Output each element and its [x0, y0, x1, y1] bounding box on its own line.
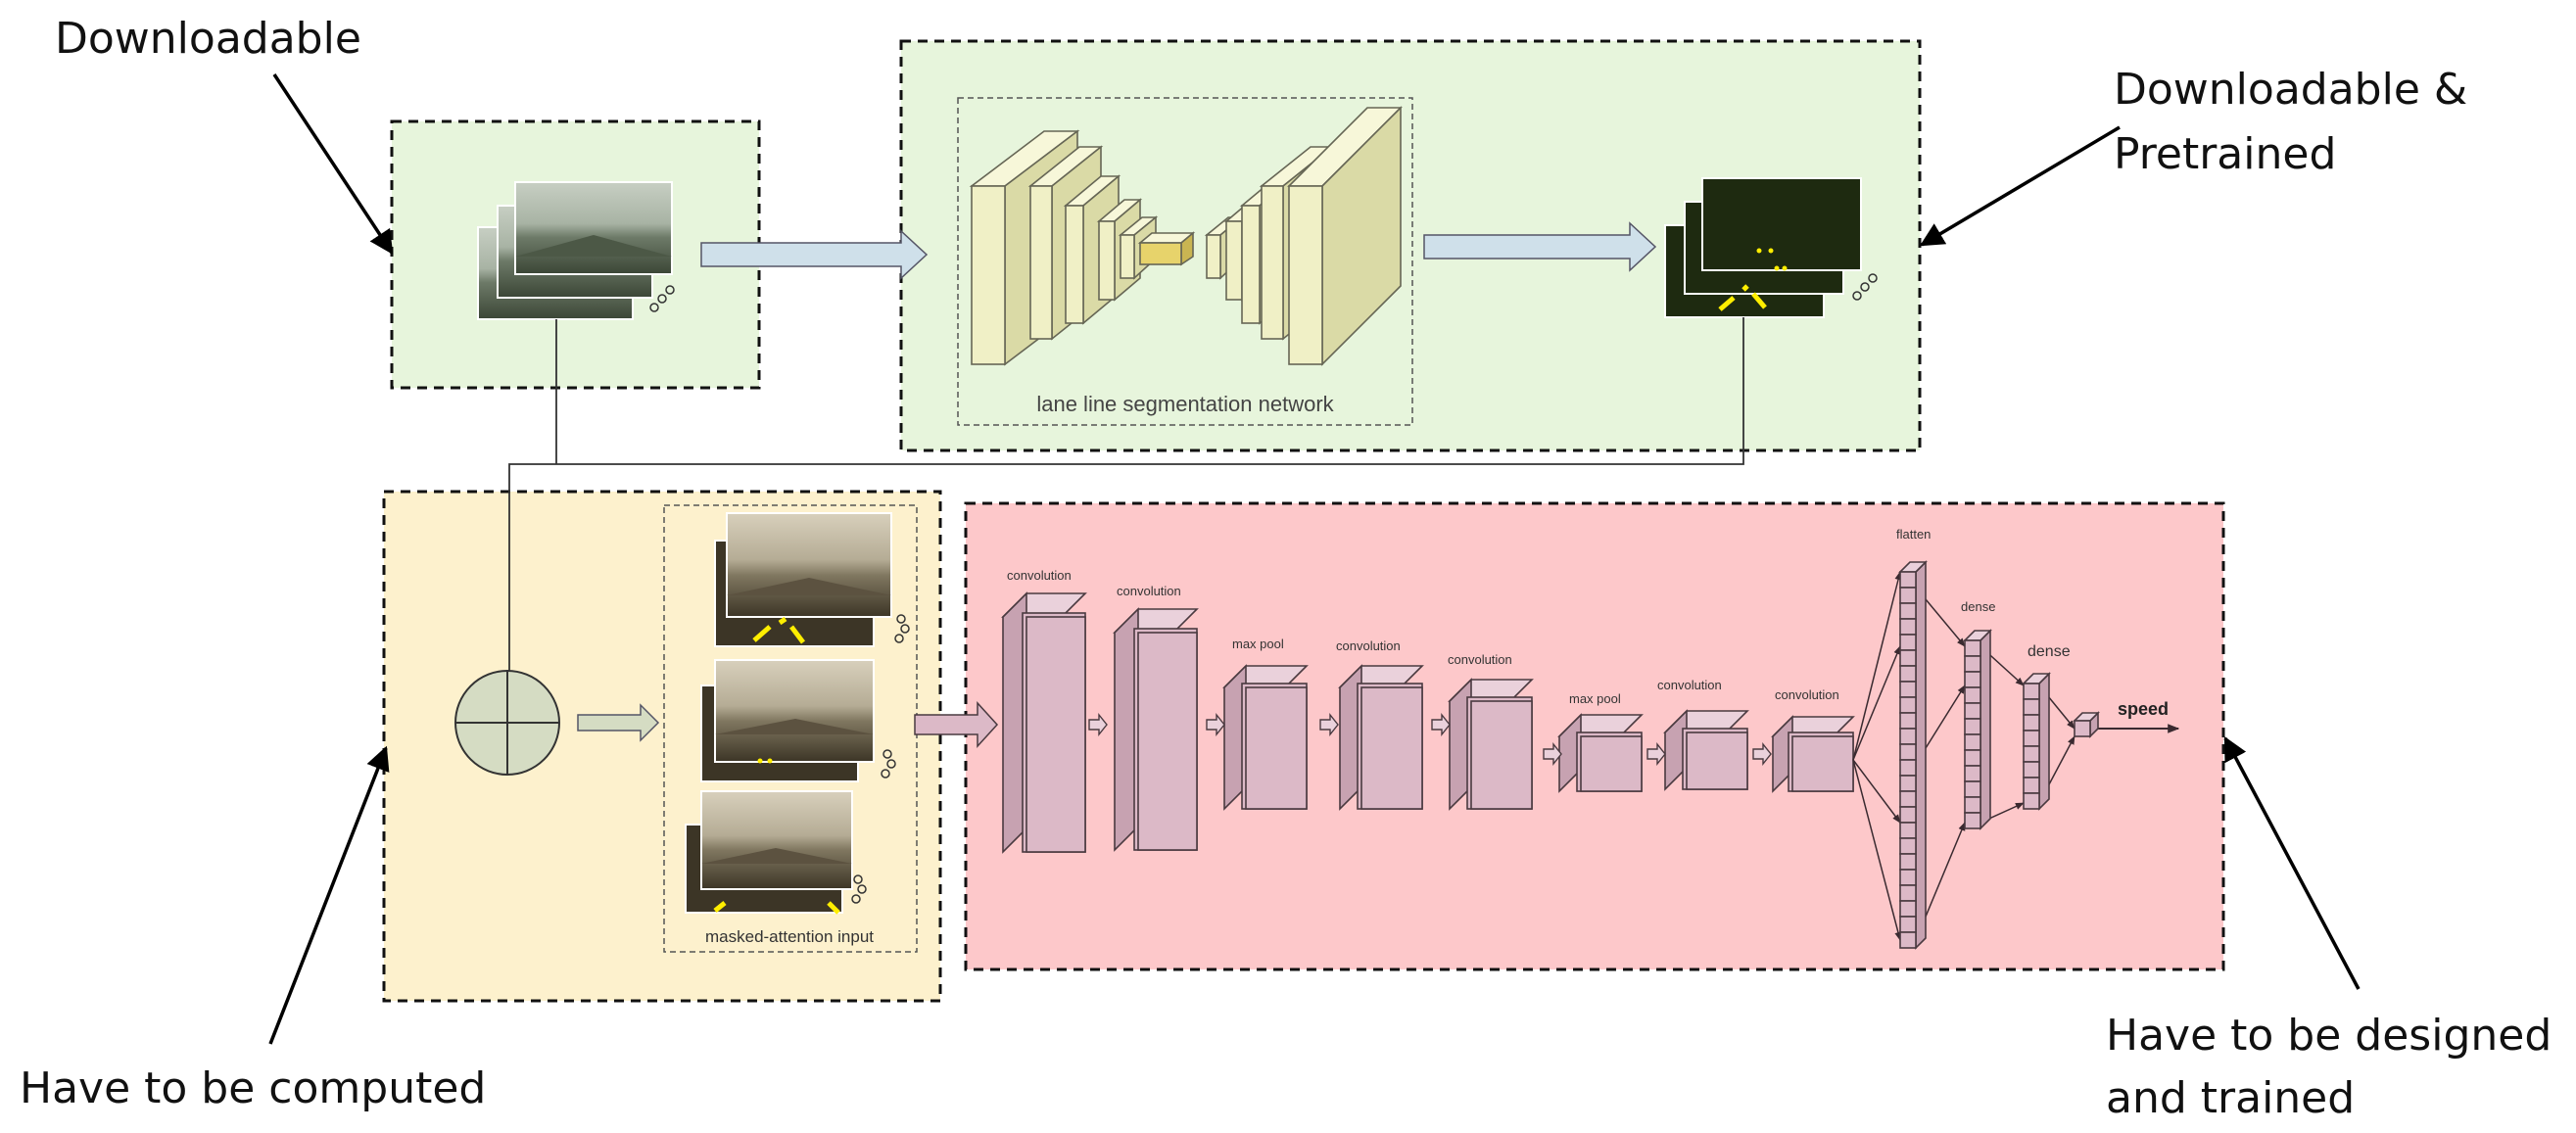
- masks-connector-line: [508, 317, 1744, 687]
- cnn-layer-label-4: convolution: [1336, 638, 1401, 653]
- cnn-layer-label-7: convolution: [1657, 678, 1722, 692]
- cnn-layer-label-8: convolution: [1775, 687, 1839, 702]
- cnn-layer-label-2: convolution: [1117, 584, 1181, 598]
- flatten-label: flatten: [1896, 527, 1931, 542]
- lane-mask-frames-image: [1664, 177, 1878, 318]
- dense-2-stack: [2022, 672, 2051, 811]
- callout-pretrained-line1: Downloadable &: [2114, 65, 2467, 115]
- attention-to-cnn-arrow: [914, 701, 999, 748]
- callout-pretrained-line2: Pretrained: [2114, 129, 2336, 179]
- cnn-layer-arrow-4: [1431, 713, 1451, 736]
- masked-attention-frames-image: [685, 512, 910, 915]
- cnn-layer-arrow-1: [1088, 713, 1108, 736]
- cnn-layer-block-5: [1448, 678, 1534, 811]
- cnn-layer-arrow-5: [1543, 742, 1562, 766]
- cnn-layer-block-2: [1113, 607, 1199, 852]
- callout-pretrained-arrow: [1919, 125, 2121, 247]
- segmentation-to-mask-arrow: [1423, 221, 1657, 272]
- fully-connected-stacks: [1898, 560, 2100, 950]
- flatten-stack: [1898, 560, 1928, 950]
- dense-1-label: dense: [1961, 599, 1995, 614]
- callout-designed-line1: Have to be designed: [2106, 1011, 2552, 1061]
- callout-computed: Have to be computed: [20, 1063, 486, 1113]
- cnn-layer-arrow-2: [1206, 713, 1225, 736]
- cnn-layer-block-1: [1001, 591, 1087, 854]
- cnn-layer-block-4: [1338, 664, 1424, 811]
- cnn-layer-label-5: convolution: [1448, 652, 1512, 667]
- attention-caption: masked-attention input: [705, 927, 874, 946]
- callout-downloadable-arrow: [272, 73, 394, 256]
- combine-to-attention-arrow: [577, 703, 660, 742]
- input-frames-image: [477, 181, 675, 320]
- segmentation-network-diagram: [969, 106, 1403, 366]
- cnn-layer-block-3: [1222, 664, 1309, 811]
- combine-operator-icon: [454, 670, 560, 776]
- cnn-layer-arrow-3: [1319, 713, 1339, 736]
- callout-designed-line2: and trained: [2106, 1073, 2355, 1123]
- cnn-layer-block-8: [1771, 715, 1855, 793]
- cnn-layers: [1001, 591, 1855, 854]
- cnn-layer-block-6: [1557, 713, 1644, 793]
- cnn-layer-arrow-6: [1646, 742, 1666, 766]
- output-node: [2073, 711, 2100, 738]
- cnn-layer-label-1: convolution: [1007, 568, 1072, 583]
- segmentation-network-box: [957, 97, 1413, 426]
- callout-designed-arrow: [2223, 735, 2361, 990]
- dense-2-label: dense: [2027, 643, 2071, 660]
- input-to-segmentation-arrow: [700, 229, 929, 280]
- cnn-layer-label-3: max pool: [1232, 637, 1284, 651]
- dense-1-stack: [1963, 629, 1992, 830]
- segmentation-caption: lane line segmentation network: [1036, 392, 1334, 416]
- cnn-layer-block-7: [1663, 709, 1749, 791]
- callout-downloadable: Downloadable: [55, 14, 361, 64]
- cnn-layer-label-6: max pool: [1569, 691, 1621, 706]
- cnn-layer-arrow-7: [1752, 742, 1772, 766]
- cnn-layer-arrows: [1088, 713, 1772, 766]
- callout-computed-arrow: [268, 745, 390, 1045]
- speed-output-label: speed: [2118, 699, 2169, 719]
